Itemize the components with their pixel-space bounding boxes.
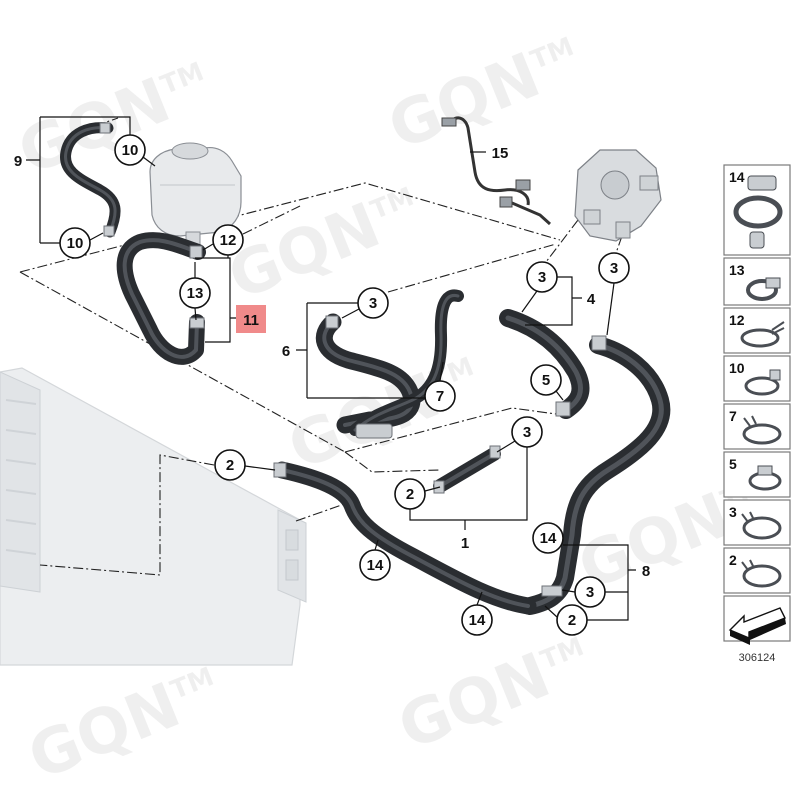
- legend-item-3: 3: [723, 499, 791, 546]
- group-label-15: 15: [492, 145, 509, 162]
- legend: 14 13 12 10 7: [723, 164, 791, 645]
- radiator: [0, 367, 307, 666]
- callouts: 10 10 12 13 3 7 3 3 5 3 2 2 14 14 14 3 2: [59, 134, 630, 636]
- legend-item-5: 5: [723, 451, 791, 498]
- callout-7: 7: [424, 380, 456, 412]
- callout-10: 10: [59, 227, 91, 259]
- callout-2: 2: [394, 478, 426, 510]
- highlight-label-text: 11: [243, 312, 259, 329]
- hose-6: [315, 289, 464, 439]
- leader-lines: [89, 156, 615, 618]
- callout-3: 3: [598, 252, 630, 284]
- hose-11: [116, 232, 206, 365]
- legend-item-10: 10: [723, 355, 791, 402]
- group-label-8: 8: [642, 563, 650, 580]
- callout-label: 13: [187, 285, 204, 302]
- group-label-9: 9: [14, 153, 22, 170]
- thermostat-housing: [574, 149, 662, 242]
- legend-item-7: 7: [723, 403, 791, 450]
- hose-2: [273, 461, 537, 615]
- callout-label: 14: [469, 612, 486, 629]
- callout-label: 3: [610, 260, 618, 277]
- hose-4: [499, 309, 590, 419]
- legend-item-13: 13: [723, 257, 791, 306]
- callout-label: 3: [538, 269, 546, 286]
- group-label-1: 1: [461, 535, 469, 552]
- callout-2: 2: [214, 449, 246, 481]
- hose-8: [521, 335, 671, 615]
- legend-number: 5: [729, 456, 737, 472]
- legend-number: 3: [729, 504, 737, 520]
- callout-13: 13: [179, 277, 211, 309]
- hose-9: [60, 122, 121, 238]
- sensor-wire: [441, 116, 552, 226]
- callout-label: 14: [367, 557, 384, 574]
- callout-label: 10: [122, 142, 139, 159]
- group-label-4: 4: [587, 291, 596, 308]
- radiator-tank-ribs: [5, 399, 37, 555]
- callout-3: 3: [357, 287, 389, 319]
- legend-direction-arrow: [723, 595, 791, 645]
- callout-label: 2: [568, 612, 576, 629]
- callout-14: 14: [532, 522, 564, 554]
- legend-number: 12: [729, 312, 745, 328]
- legend-item-14: 14: [723, 164, 791, 256]
- legend-number: 2: [729, 552, 737, 568]
- callout-label: 3: [369, 295, 377, 312]
- callout-3: 3: [511, 416, 543, 448]
- legend-number: 7: [729, 408, 737, 424]
- callout-label: 5: [542, 372, 550, 389]
- legend-number: 13: [729, 262, 745, 278]
- callout-14: 14: [359, 549, 391, 581]
- group-labels: 9 6 4 15 1 8: [14, 145, 650, 580]
- callout-10: 10: [114, 134, 146, 166]
- highlight-label-11: 11: [236, 305, 266, 333]
- callout-label: 2: [226, 457, 234, 474]
- diagram-number: 306124: [739, 652, 776, 664]
- callout-3: 3: [574, 576, 606, 608]
- callout-label: 12: [220, 232, 237, 249]
- callout-12: 12: [212, 224, 244, 256]
- legend-item-2: 2: [723, 547, 791, 594]
- callout-label: 7: [436, 388, 444, 405]
- legend-number: 14: [729, 169, 745, 185]
- callout-label: 2: [406, 486, 414, 503]
- callout-label: 10: [67, 235, 84, 252]
- callout-5: 5: [530, 364, 562, 396]
- legend-number: 10: [729, 360, 745, 376]
- callout-label: 3: [586, 584, 594, 601]
- callout-2: 2: [556, 604, 588, 636]
- callout-14: 14: [461, 604, 493, 636]
- callout-label: 3: [523, 424, 531, 441]
- callout-3: 3: [526, 261, 558, 293]
- legend-item-12: 12: [723, 307, 791, 354]
- group-label-6: 6: [282, 343, 290, 360]
- callout-label: 14: [540, 530, 557, 547]
